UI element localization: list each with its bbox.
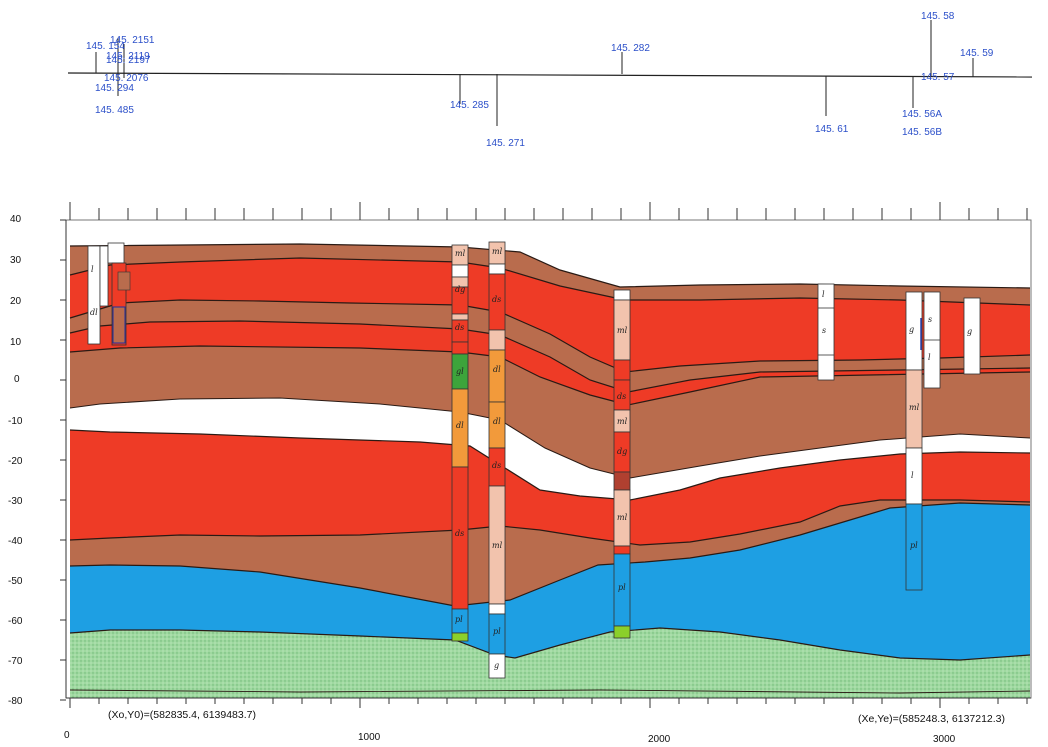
svg-text:dg: dg bbox=[617, 447, 627, 456]
layer-red-2 bbox=[70, 321, 1030, 405]
x-tick-label: 0 bbox=[64, 730, 70, 741]
map-label: 145. 2119 bbox=[106, 51, 150, 62]
y-tick-label: 0 bbox=[14, 374, 20, 385]
svg-text:pl: pl bbox=[455, 615, 463, 624]
layer-red-1 bbox=[70, 258, 1030, 372]
y-tick-label: 30 bbox=[10, 255, 22, 266]
svg-text:pl: pl bbox=[618, 583, 626, 592]
svg-text:s: s bbox=[928, 315, 932, 324]
svg-text:l: l bbox=[911, 471, 914, 480]
map-label: 145. 282 bbox=[611, 43, 650, 54]
x-tick-label: 3000 bbox=[933, 734, 956, 745]
svg-text:ml: ml bbox=[617, 513, 628, 522]
y-tick-label: -10 bbox=[8, 416, 23, 427]
borehole-columns: l dl ml dg ds gl dl ds pl bbox=[87, 241, 981, 679]
map-label: 145. 56A bbox=[902, 109, 942, 120]
svg-text:pl: pl bbox=[493, 627, 501, 636]
layer-brown-2 bbox=[70, 300, 1030, 392]
svg-text:ds: ds bbox=[455, 529, 464, 538]
borehole-cluster-left: l dl bbox=[87, 242, 131, 346]
svg-text:l: l bbox=[822, 290, 825, 299]
y-tick-label: -30 bbox=[8, 496, 23, 507]
map-label: 145. 56B bbox=[902, 127, 942, 138]
x-axis: 0 1000 2000 3000 bbox=[64, 202, 1031, 745]
end-coordinate: (Xe,Ye)=(585248.3, 6137212.3) bbox=[858, 713, 1005, 725]
y-tick-label: 10 bbox=[10, 337, 22, 348]
svg-text:ml: ml bbox=[492, 247, 503, 256]
y-tick-label: 40 bbox=[10, 214, 22, 225]
layer-red-deep bbox=[70, 430, 1030, 545]
map-label: 145. 154 bbox=[86, 41, 125, 52]
map-label: 145. 285 bbox=[450, 100, 489, 111]
svg-text:s: s bbox=[822, 326, 826, 335]
x-tick-label: 2000 bbox=[648, 734, 671, 745]
map-label: 145. 57 bbox=[921, 72, 955, 83]
layer-green-base bbox=[70, 628, 1030, 698]
map-label: 145. 2076 bbox=[104, 73, 149, 84]
svg-text:ml: ml bbox=[492, 541, 503, 550]
x-tick-label: 1000 bbox=[358, 732, 381, 743]
y-tick-label: -80 bbox=[8, 696, 23, 707]
borehole-2600: l s bbox=[817, 283, 835, 381]
map-label: 145. 58 bbox=[921, 11, 955, 22]
map-label: 145. 2151 bbox=[110, 35, 155, 46]
borehole-1500: ml ds dl dl ds ml pl g bbox=[488, 241, 506, 679]
layer-blue bbox=[70, 503, 1030, 660]
svg-text:ds: ds bbox=[455, 323, 464, 332]
borehole-map-labels: 145. 154 145. 2151 145. 2197 145. 2119 1… bbox=[86, 11, 994, 149]
svg-text:dg: dg bbox=[455, 285, 465, 294]
svg-text:ml: ml bbox=[617, 326, 628, 335]
map-label: 145. 2197 bbox=[106, 55, 151, 66]
y-tick-label: 20 bbox=[10, 296, 22, 307]
borehole-3080: g ml l pl s l g bbox=[905, 291, 981, 591]
y-tick-label: -70 bbox=[8, 656, 23, 667]
map-label: 145. 294 bbox=[95, 83, 134, 94]
svg-text:ml: ml bbox=[909, 403, 920, 412]
plan-view-section-line bbox=[67, 20, 1033, 126]
map-label: 145. 485 bbox=[95, 105, 134, 116]
borehole-1920: ml ds ml dg ml pl bbox=[613, 289, 631, 639]
y-tick-label: -20 bbox=[8, 456, 23, 467]
start-coordinate: (Xo,Y0)=(582835.4, 6139483.7) bbox=[108, 709, 256, 721]
y-tick-label: -40 bbox=[8, 536, 23, 547]
svg-text:ml: ml bbox=[617, 417, 628, 426]
svg-text:dl: dl bbox=[493, 417, 501, 426]
svg-text:pl: pl bbox=[910, 541, 918, 550]
map-label: 145. 271 bbox=[486, 138, 525, 149]
map-label: 145. 61 bbox=[815, 124, 849, 135]
svg-text:ds: ds bbox=[492, 295, 501, 304]
svg-text:gl: gl bbox=[456, 367, 464, 376]
layer-brown-top bbox=[70, 244, 1030, 305]
svg-text:ds: ds bbox=[617, 392, 626, 401]
y-tick-label: -60 bbox=[8, 616, 23, 627]
svg-text:dl: dl bbox=[493, 365, 501, 374]
borehole-1350: ml dg ds gl dl ds pl bbox=[451, 244, 469, 642]
y-axis-tick-labels: 40 30 20 10 0 -10 -20 -30 -40 -50 -60 -7… bbox=[8, 214, 23, 707]
y-tick-label: -50 bbox=[8, 576, 23, 587]
layer-brown-main bbox=[70, 346, 1030, 478]
svg-text:l: l bbox=[91, 265, 94, 274]
svg-text:ml: ml bbox=[455, 249, 466, 258]
svg-text:g: g bbox=[967, 327, 972, 336]
svg-text:dl: dl bbox=[456, 421, 464, 430]
y-axis: 40 30 20 10 0 -10 -20 -30 -40 -50 -60 -7… bbox=[8, 214, 67, 707]
geological-layers bbox=[69, 243, 1031, 698]
map-label: 145. 59 bbox=[960, 48, 994, 59]
svg-text:ds: ds bbox=[492, 461, 501, 470]
svg-text:g: g bbox=[909, 325, 914, 334]
svg-text:l: l bbox=[928, 353, 931, 362]
svg-text:g: g bbox=[494, 661, 499, 670]
svg-text:dl: dl bbox=[90, 308, 98, 317]
